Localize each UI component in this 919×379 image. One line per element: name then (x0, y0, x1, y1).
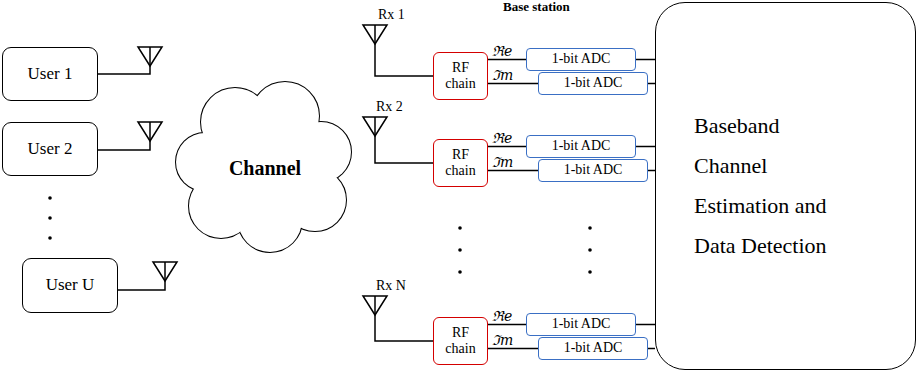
node-label: 1-bit ADC (552, 316, 611, 333)
ellipsis-dot (458, 270, 462, 274)
signal-wire (648, 83, 655, 85)
group-title: Base station (503, 0, 570, 14)
signal-part-label: ℜe (492, 44, 512, 58)
signal-wire (488, 59, 526, 61)
adc-box: 1-bit ADC (538, 72, 648, 95)
node-label: 1-bit ADC (564, 162, 623, 179)
node-label: RF chain (438, 147, 483, 179)
antenna-wire (375, 296, 433, 341)
antenna-label: Rx 1 (378, 7, 405, 22)
baseband-box: Baseband Channel Estimation and Data Det… (655, 2, 916, 370)
signal-wire (488, 83, 538, 85)
node-label: 1-bit ADC (552, 138, 611, 155)
antenna-wire (98, 122, 150, 150)
signal-wire (636, 324, 655, 326)
rf-chain-box: RF chain (433, 317, 488, 365)
node-label: User 1 (28, 64, 73, 84)
ellipsis-dot (588, 248, 592, 252)
adc-box: 1-bit ADC (526, 135, 636, 158)
antenna-wire (375, 117, 433, 163)
signal-part-label: ℑm (492, 155, 513, 169)
node-label: 1-bit ADC (564, 340, 623, 357)
user-box: User 1 (2, 47, 98, 101)
node-label: RF chain (438, 325, 483, 357)
signal-wire (648, 170, 655, 172)
signal-part-label: ℜe (492, 309, 512, 323)
ellipsis-dot (48, 196, 52, 200)
user-box: User U (22, 258, 118, 313)
signal-wire (488, 348, 538, 350)
adc-box: 1-bit ADC (538, 159, 648, 182)
adc-box: 1-bit ADC (526, 313, 636, 336)
node-label: 1-bit ADC (552, 51, 611, 68)
signal-wire (488, 170, 538, 172)
channel-cloud: Channel (175, 80, 355, 255)
signal-part-label: ℑm (492, 68, 513, 82)
antenna-wire (118, 262, 165, 290)
adc-box: 1-bit ADC (526, 48, 636, 71)
signal-part-label: ℜe (492, 131, 512, 145)
rf-chain-box: RF chain (433, 139, 488, 187)
cloud-fill (210, 113, 320, 223)
ellipsis-dot (48, 236, 52, 240)
node-label: Baseband Channel Estimation and Data Det… (694, 106, 834, 266)
ellipsis-dot (48, 216, 52, 220)
signal-wire (648, 348, 655, 350)
ellipsis-dot (458, 248, 462, 252)
node-label: 1-bit ADC (564, 75, 623, 92)
antenna-label: Rx N (376, 278, 406, 293)
antenna-label: Rx 2 (376, 99, 403, 114)
adc-box: 1-bit ADC (538, 337, 648, 360)
node-label: Channel (229, 156, 301, 180)
node-label: User U (46, 275, 95, 295)
antenna-wire (375, 25, 433, 76)
signal-wire (636, 59, 655, 61)
signal-wire (488, 324, 526, 326)
user-box: User 2 (2, 122, 98, 176)
antenna-wire (98, 47, 150, 74)
node-label: User 2 (28, 139, 73, 159)
rf-chain-box: RF chain (433, 52, 488, 100)
cloud-lobe (210, 113, 320, 223)
node-label: RF chain (438, 60, 483, 92)
signal-part-label: ℑm (492, 333, 513, 347)
signal-wire (488, 146, 526, 148)
signal-wire (636, 146, 655, 148)
ellipsis-dot (588, 270, 592, 274)
ellipsis-dot (458, 226, 462, 230)
ellipsis-dot (588, 226, 592, 230)
